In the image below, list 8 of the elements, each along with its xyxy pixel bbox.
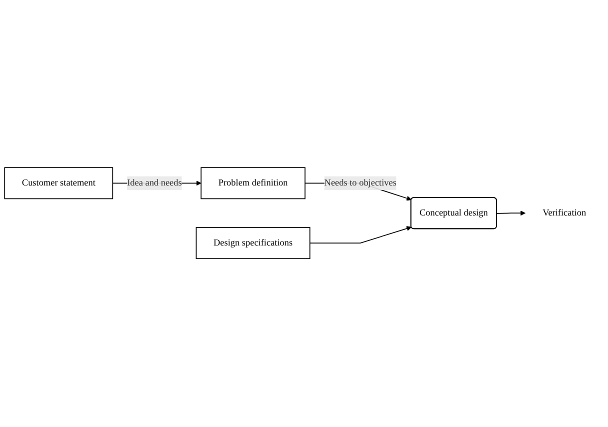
node-text: Verification [542, 208, 586, 218]
node-box: Customer statement [4, 168, 114, 200]
arrow [496, 210, 526, 216]
arrow [309, 226, 412, 244]
edge-label: Idea and needs [127, 178, 182, 188]
node-box: Problem definition [200, 168, 306, 200]
node-box: Design specifications [196, 227, 310, 260]
edge-label: Needs to objectives [324, 178, 396, 188]
